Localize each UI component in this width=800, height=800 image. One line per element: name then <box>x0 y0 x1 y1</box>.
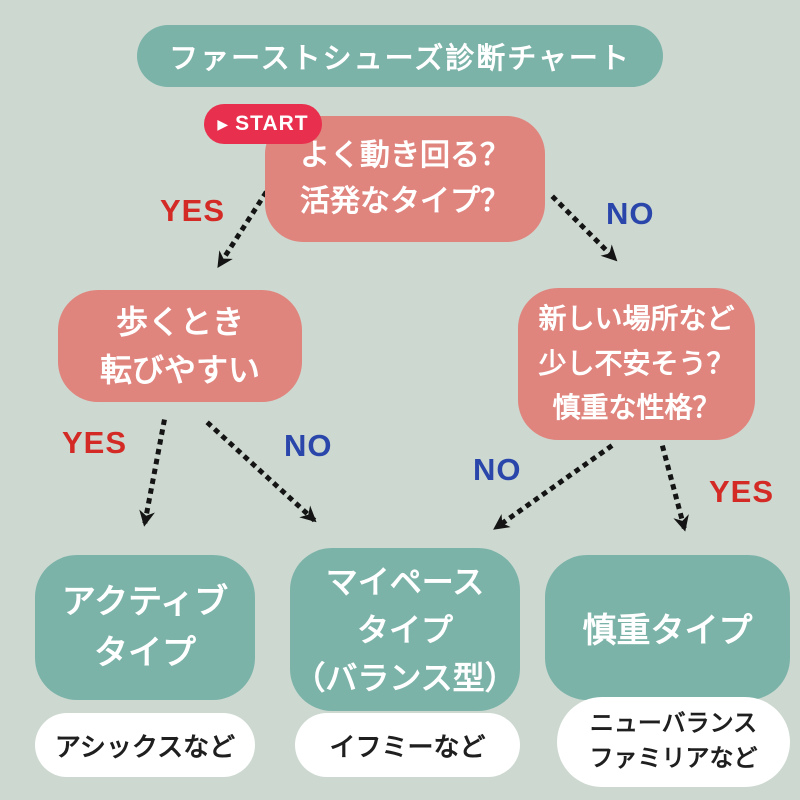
question-left-text: 歩くとき 転びやすい <box>99 304 260 388</box>
edge-label-q1-yes: YES <box>160 193 226 228</box>
arrow-qright-yes <box>659 444 689 532</box>
brand-mypace-text: イフミーなど <box>329 731 486 762</box>
brand-pill-cautious: ニューバランス ファミリアなど <box>557 697 790 787</box>
result-box-cautious: 慎重タイプ <box>545 555 790 700</box>
question-q1-text: よく動き回る？ 活発なタイプ？ <box>300 138 510 219</box>
brand-active-text: アシックスなど <box>54 731 236 762</box>
question-right-text: 新しい場所など 少し不安そう？ 慎重な性格？ <box>538 302 735 424</box>
title-banner: ファーストシューズ診断チャート <box>137 25 663 87</box>
edge-label-qright-no: NO <box>473 452 522 487</box>
start-label: START <box>235 112 309 135</box>
brand-cautious-text: ニューバランス ファミリアなど <box>589 710 758 772</box>
brand-pill-mypace: イフミーなど <box>295 713 520 777</box>
arrow-q1-no <box>550 194 618 262</box>
page-title: ファーストシューズ診断チャート <box>169 43 631 75</box>
edge-label-qleft-no: NO <box>284 428 333 463</box>
arrow-q1-yes <box>216 190 269 269</box>
result-box-mypace: マイペース タイプ （バランス型） <box>290 548 520 711</box>
play-icon: ▶ <box>217 116 230 132</box>
question-box-right: 新しい場所など 少し不安そう？ 慎重な性格？ <box>518 288 755 440</box>
edge-label-qright-yes: YES <box>709 474 775 509</box>
result-active-text: アクティブ タイプ <box>61 582 229 672</box>
start-badge: ▶ START <box>204 104 322 144</box>
result-mypace-text: マイペース タイプ （バランス型） <box>293 563 517 696</box>
arrow-qleft-yes <box>139 419 167 527</box>
edge-label-q1-no: NO <box>606 196 655 231</box>
question-box-left: 歩くとき 転びやすい <box>58 290 302 402</box>
result-cautious-text: 慎重タイプ <box>582 612 753 650</box>
result-box-active: アクティブ タイプ <box>35 555 255 700</box>
brand-pill-active: アシックスなど <box>35 713 255 777</box>
edge-label-qleft-yes: YES <box>62 425 128 460</box>
